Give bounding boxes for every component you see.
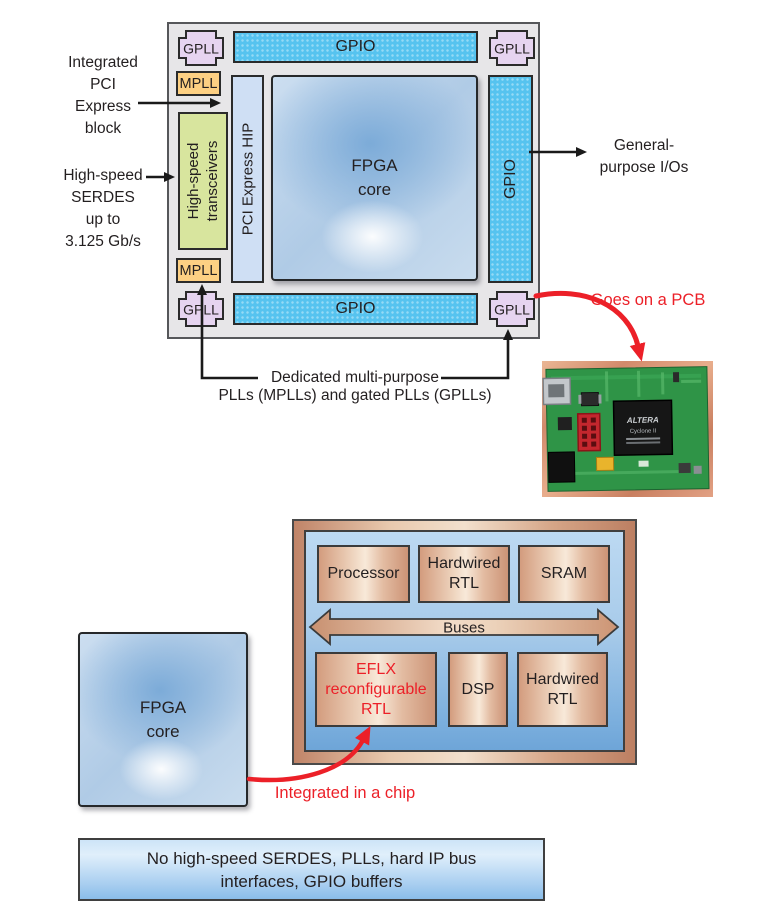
- gpll-block-top-right: GPLL: [489, 30, 535, 66]
- fpga-core-line1: FPGA: [351, 156, 398, 175]
- fpga-core-line2: core: [357, 180, 392, 199]
- buses-label: Buses: [443, 620, 485, 637]
- mpll-block-top: MPLL: [176, 71, 221, 96]
- ann-gpio-line2: purpose I/Os: [599, 159, 689, 176]
- annotation-plls: Dedicated multi-purpose PLLs (MPLLs) and…: [200, 369, 510, 405]
- mpll-block-bottom: MPLL: [176, 258, 221, 283]
- fpga-core-block-standalone: FPGA core: [78, 632, 248, 807]
- ann-serdes-line3: up to: [85, 211, 121, 228]
- fpga-core2-line2: core: [146, 721, 180, 741]
- soc-block-processor: Processor: [317, 545, 410, 603]
- altera-chip: [612, 399, 674, 456]
- hardwired-rtl-top-label: Hardwired RTL: [427, 555, 501, 592]
- dsp-label: DSP: [461, 680, 495, 698]
- pcb-photo: ALTERA Cyclone II: [542, 361, 713, 497]
- ann-pll-line1: Dedicated multi-purpose: [270, 369, 439, 386]
- annotation-gpio-io: General- purpose I/Os: [578, 135, 710, 179]
- pcie-hip-block: [231, 75, 264, 283]
- transceivers-line2: transceivers: [204, 140, 221, 222]
- ann-pci-line3: Express: [75, 98, 131, 115]
- soc-block-hardwired-rtl-bottom: Hardwired RTL: [517, 652, 608, 727]
- buses-arrow: Buses: [308, 608, 620, 646]
- gpll-block-top-left: GPLL: [178, 30, 224, 66]
- gpll-block-bottom-right: GPLL: [489, 291, 535, 327]
- fpga-core-block: FPGA core: [271, 75, 478, 281]
- mpll-label: MPLL: [179, 262, 218, 279]
- gpll-block-bottom-left: GPLL: [178, 291, 224, 327]
- pcie-hip-label: PCI Express HIP: [239, 122, 257, 236]
- gpll-label: GPLL: [183, 302, 219, 318]
- gpll-label: GPLL: [494, 41, 530, 57]
- soc-block-dsp: DSP: [448, 652, 508, 727]
- hardwired-rtl-bottom-label: Hardwired RTL: [526, 670, 599, 708]
- annotation-integrated-in-chip: Integrated in a chip: [274, 784, 416, 802]
- ann-pci-line1: Integrated: [68, 54, 138, 71]
- eflx-label: EFLX reconfigurable RTL: [325, 660, 427, 718]
- soc-block-sram: SRAM: [518, 545, 610, 603]
- ann-serdes-line1: High-speed: [63, 167, 143, 184]
- annotation-integrated-pci: Integrated PCI Express block: [38, 52, 168, 140]
- ann-serdes-line2: SERDES: [71, 189, 135, 206]
- fpga-core2-line1: FPGA: [139, 697, 187, 717]
- gpio-label: GPIO: [335, 38, 376, 55]
- note-box-line1: No high-speed SERDES, PLLs, hard IP bus: [146, 849, 477, 868]
- gpio-bar-top: GPIO: [233, 31, 478, 63]
- ann-gpio-line1: General-: [613, 137, 675, 154]
- transceivers-line1: High-speed: [185, 142, 202, 220]
- mpll-label: MPLL: [179, 75, 218, 92]
- transceivers-block: [178, 112, 228, 250]
- ann-pci-line2: PCI: [90, 76, 116, 93]
- ann-pll-line2: PLLs (MPLLs) and gated PLLs (GPLLs): [218, 387, 492, 404]
- processor-label: Processor: [327, 565, 400, 582]
- ann-serdes-line4: 3.125 Gb/s: [65, 233, 141, 250]
- gpio-bar-bottom: GPIO: [233, 293, 478, 325]
- gpll-label: GPLL: [494, 302, 530, 318]
- gpll-label: GPLL: [183, 41, 219, 57]
- annotation-goes-on-pcb: Goes on a PCB: [590, 291, 706, 309]
- ann-pci-line4: block: [84, 120, 122, 137]
- gpio-right-label: GPIO: [502, 158, 519, 200]
- note-box-line2: interfaces, GPIO buffers: [220, 872, 403, 891]
- soc-block-hardwired-rtl-top: Hardwired RTL: [418, 545, 510, 603]
- annotation-serdes: High-speed SERDES up to 3.125 Gb/s: [38, 165, 168, 253]
- gpio-label: GPIO: [335, 300, 376, 317]
- transceivers-label: High-speed transceivers: [184, 141, 222, 222]
- altera-chip-brand: ALTERA: [626, 415, 659, 425]
- gpio-bar-right: [488, 75, 533, 283]
- sram-label: SRAM: [540, 565, 588, 582]
- altera-chip-series: Cyclone II: [630, 428, 657, 434]
- soc-block-eflx: EFLX reconfigurable RTL: [315, 652, 437, 727]
- pcb-board: ALTERA Cyclone II: [542, 366, 710, 492]
- note-box: No high-speed SERDES, PLLs, hard IP bus …: [78, 838, 545, 901]
